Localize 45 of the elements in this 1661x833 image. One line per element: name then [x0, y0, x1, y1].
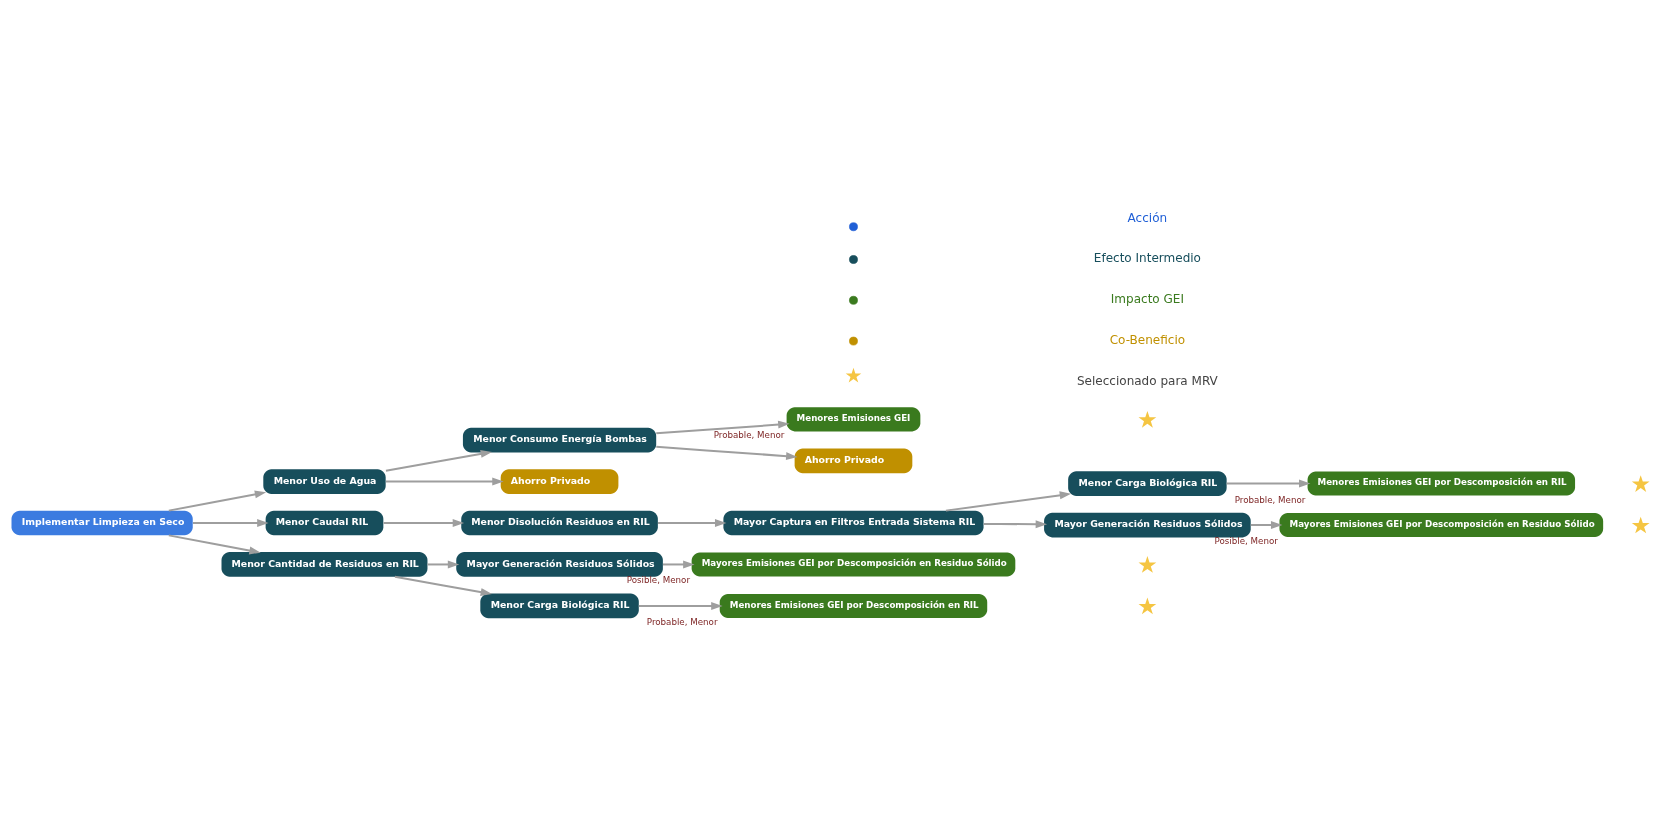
- node-label: Posible, Menor: [626, 574, 690, 585]
- node-box: Mayor Captura en Filtros Entrada Sistema RIL: [723, 510, 984, 535]
- node-box: Menores Emisiones GEI por Descomposición en RIL: [1307, 471, 1576, 496]
- node-label: Probable, Menor: [646, 616, 718, 627]
- arrow: [383, 518, 465, 527]
- node-label: Posible, Menor: [1214, 535, 1278, 546]
- legend-label: Acción: [1127, 210, 1168, 225]
- node-box: Menor Uso de Agua: [263, 468, 386, 494]
- node-label: Probable, Menor: [1234, 494, 1306, 505]
- arrow: [983, 519, 1048, 528]
- node-label: Probable, Menor: [713, 429, 785, 440]
- node-box: Mayor Generación Residuos Sólidos: [1044, 512, 1251, 537]
- arrow: [385, 477, 504, 486]
- arrow: [656, 445, 798, 460]
- arrow: [385, 449, 493, 472]
- arrow: [656, 420, 790, 434]
- node-box: Mayor Generación Residuos Sólidos: [456, 551, 663, 577]
- node-box: Menores Emisiones GEI por Descomposición en RIL: [719, 593, 988, 618]
- arrow: [658, 518, 727, 527]
- legend-label: Efecto Intermedio: [1093, 250, 1201, 265]
- arrow: [1250, 520, 1283, 529]
- node-box: Mayores Emisiones GEI por Descomposición en Residuo Sólido: [691, 551, 1016, 576]
- arrow: [945, 490, 1072, 512]
- node-box: Menor Cantidad de Residuos en RIL: [221, 551, 428, 577]
- node-box: Menor Carga Biológica RIL: [1068, 470, 1227, 496]
- node-box: Menor Caudal RIL: [265, 510, 384, 535]
- node-box: Implementar Limpieza en Seco: [11, 510, 193, 535]
- arrow: [168, 490, 267, 512]
- arrow: [193, 518, 269, 527]
- node-box: Menor Disolución Residuos en RIL: [461, 510, 658, 535]
- legend-label: Co-Beneficio: [1109, 332, 1186, 347]
- arrow: [638, 601, 723, 610]
- node-box: Ahorro Privado: [794, 447, 913, 473]
- node-box: Ahorro Privado: [500, 468, 619, 494]
- node-box: Menores Emisiones GEI: [786, 406, 921, 431]
- legend-label: Seleccionado para MRV: [1076, 373, 1218, 388]
- arrow: [427, 559, 460, 568]
- arrow: [168, 533, 261, 554]
- node-box: Mayores Emisiones GEI por Descomposición en Residuo Sólido: [1279, 512, 1604, 537]
- node-box: Menor Consumo Energía Bombas: [462, 427, 657, 452]
- arrow: [662, 559, 695, 568]
- legend-label: Impacto GEI: [1110, 291, 1184, 306]
- node-box: Menor Carga Biológica RIL: [480, 593, 639, 618]
- arrow: [394, 575, 493, 596]
- arrow: [1226, 479, 1311, 488]
